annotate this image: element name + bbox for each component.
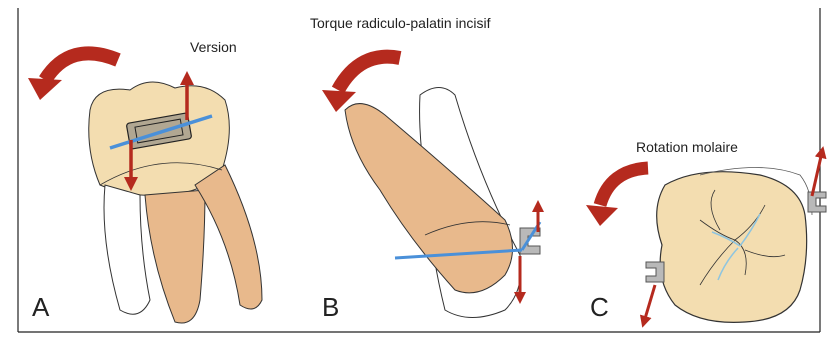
panel-a-letter: A [32, 292, 50, 322]
panel-a-title: Version [190, 39, 237, 55]
panel-c-title: Rotation molaire [636, 139, 738, 155]
panel-c-letter: C [590, 292, 609, 322]
panel-c-force-arrow-down [644, 285, 655, 322]
panel-b: Torque radiculo-palatin incisif B [310, 15, 540, 322]
panel-a-molar-root-mesial [145, 190, 205, 323]
panel-b-letter: B [322, 292, 339, 322]
panel-c-bracket-left [646, 262, 664, 282]
panel-a: Version A [28, 39, 262, 323]
panel-c: Rotation molaire C [586, 139, 826, 322]
panel-a-molar-root-distal [104, 185, 150, 314]
panel-b-incisor-torqued [345, 104, 513, 293]
panel-a-rotation-arrow [45, 53, 118, 80]
panel-c-rotation-arrowhead [586, 205, 618, 226]
panel-a-molar-root-palatal [195, 165, 262, 309]
panel-a-rotation-arrowhead [28, 78, 62, 100]
panel-c-rotation-arrow [600, 168, 648, 205]
panel-b-title: Torque radiculo-palatin incisif [310, 15, 491, 31]
panel-c-molar-occlusal [657, 172, 807, 323]
panel-b-rotation-arrow [338, 57, 400, 90]
